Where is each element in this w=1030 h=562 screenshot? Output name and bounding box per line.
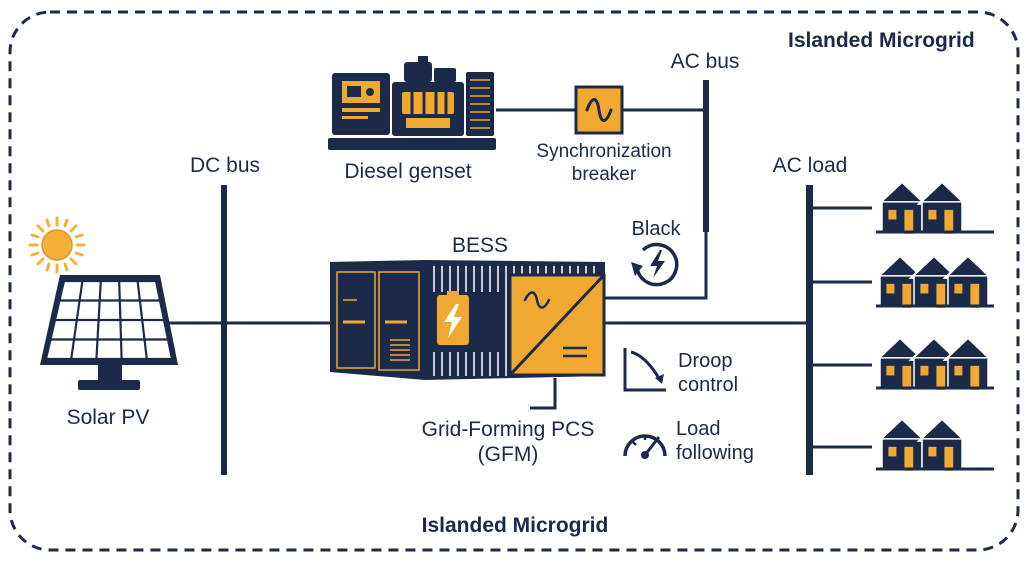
house-icon: [876, 417, 928, 472]
droop-label-line2: control: [678, 374, 739, 396]
pv-cell: [122, 340, 146, 358]
title-bottom: Islanded Microgrid: [421, 514, 609, 537]
house-icon: [916, 417, 968, 472]
pv-cell: [120, 282, 139, 300]
pcs-callout-line: [530, 378, 557, 410]
black-start-icon: [631, 242, 679, 287]
pv-cell: [47, 340, 73, 358]
pv-cell: [100, 282, 119, 300]
diesel-genset-icon: [328, 56, 496, 150]
pv-cell: [141, 301, 163, 319]
pv-cell: [72, 340, 97, 358]
acbus-to-bess-line: [604, 230, 708, 300]
sync-breaker-label-line1: Synchronization: [536, 141, 672, 162]
pv-cell: [78, 301, 99, 319]
dc-bus-label: DC bus: [189, 154, 261, 177]
pv-cell: [138, 282, 159, 300]
load-following-label-line2: following: [676, 442, 754, 464]
sync-breaker: [574, 85, 624, 135]
dc-bus: [221, 185, 227, 475]
house-icon: [916, 180, 968, 235]
ac-bus-label: AC bus: [670, 50, 740, 73]
ac-load-houses: [874, 180, 994, 472]
power-lines: [168, 108, 808, 410]
pv-cell: [143, 321, 167, 339]
droop-curve-icon: [623, 348, 666, 392]
pv-cell: [56, 301, 79, 319]
sine-wave-icon: [585, 98, 613, 122]
diesel-genset-label: Diesel genset: [344, 160, 472, 183]
microgrid-boundary: [8, 10, 1020, 552]
sync-breaker-label-line2: breaker: [571, 164, 637, 185]
solar-panel-icon: [40, 275, 178, 390]
pv-cell: [121, 321, 144, 339]
pv-cell: [97, 340, 121, 358]
load-branches: [812, 206, 872, 449]
pv-cell: [99, 301, 120, 319]
inverter-icon: [508, 273, 606, 377]
bess-label: BESS: [451, 234, 509, 257]
house-icon: [876, 180, 928, 235]
ac-bus: [703, 80, 709, 232]
house-icon: [942, 336, 994, 391]
house-icon: [942, 254, 994, 309]
pv-cell: [98, 321, 120, 339]
title-top: Islanded Microgrid: [788, 29, 975, 52]
gauge-icon: [623, 434, 667, 459]
pv-cell: [60, 282, 82, 300]
ac-load-label: AC load: [772, 154, 848, 177]
sun-icon: [28, 216, 86, 274]
load-following-label-line1: Load: [676, 418, 721, 440]
solar-pv-label: Solar PV: [66, 406, 150, 429]
gfm-pcs-label-line1: Grid-Forming PCS: [421, 418, 595, 441]
pv-cell: [80, 282, 100, 300]
black-start-label: Black: [631, 218, 681, 240]
pv-cell: [120, 301, 141, 319]
ac-load-bus: [806, 185, 813, 475]
pv-cell: [75, 321, 98, 339]
pv-cell: [145, 340, 171, 358]
pv-cell: [51, 321, 76, 339]
battery-icon: [437, 291, 469, 345]
gfm-pcs-label-line2: (GFM): [477, 443, 539, 466]
droop-label-line1: Droop: [678, 350, 733, 372]
